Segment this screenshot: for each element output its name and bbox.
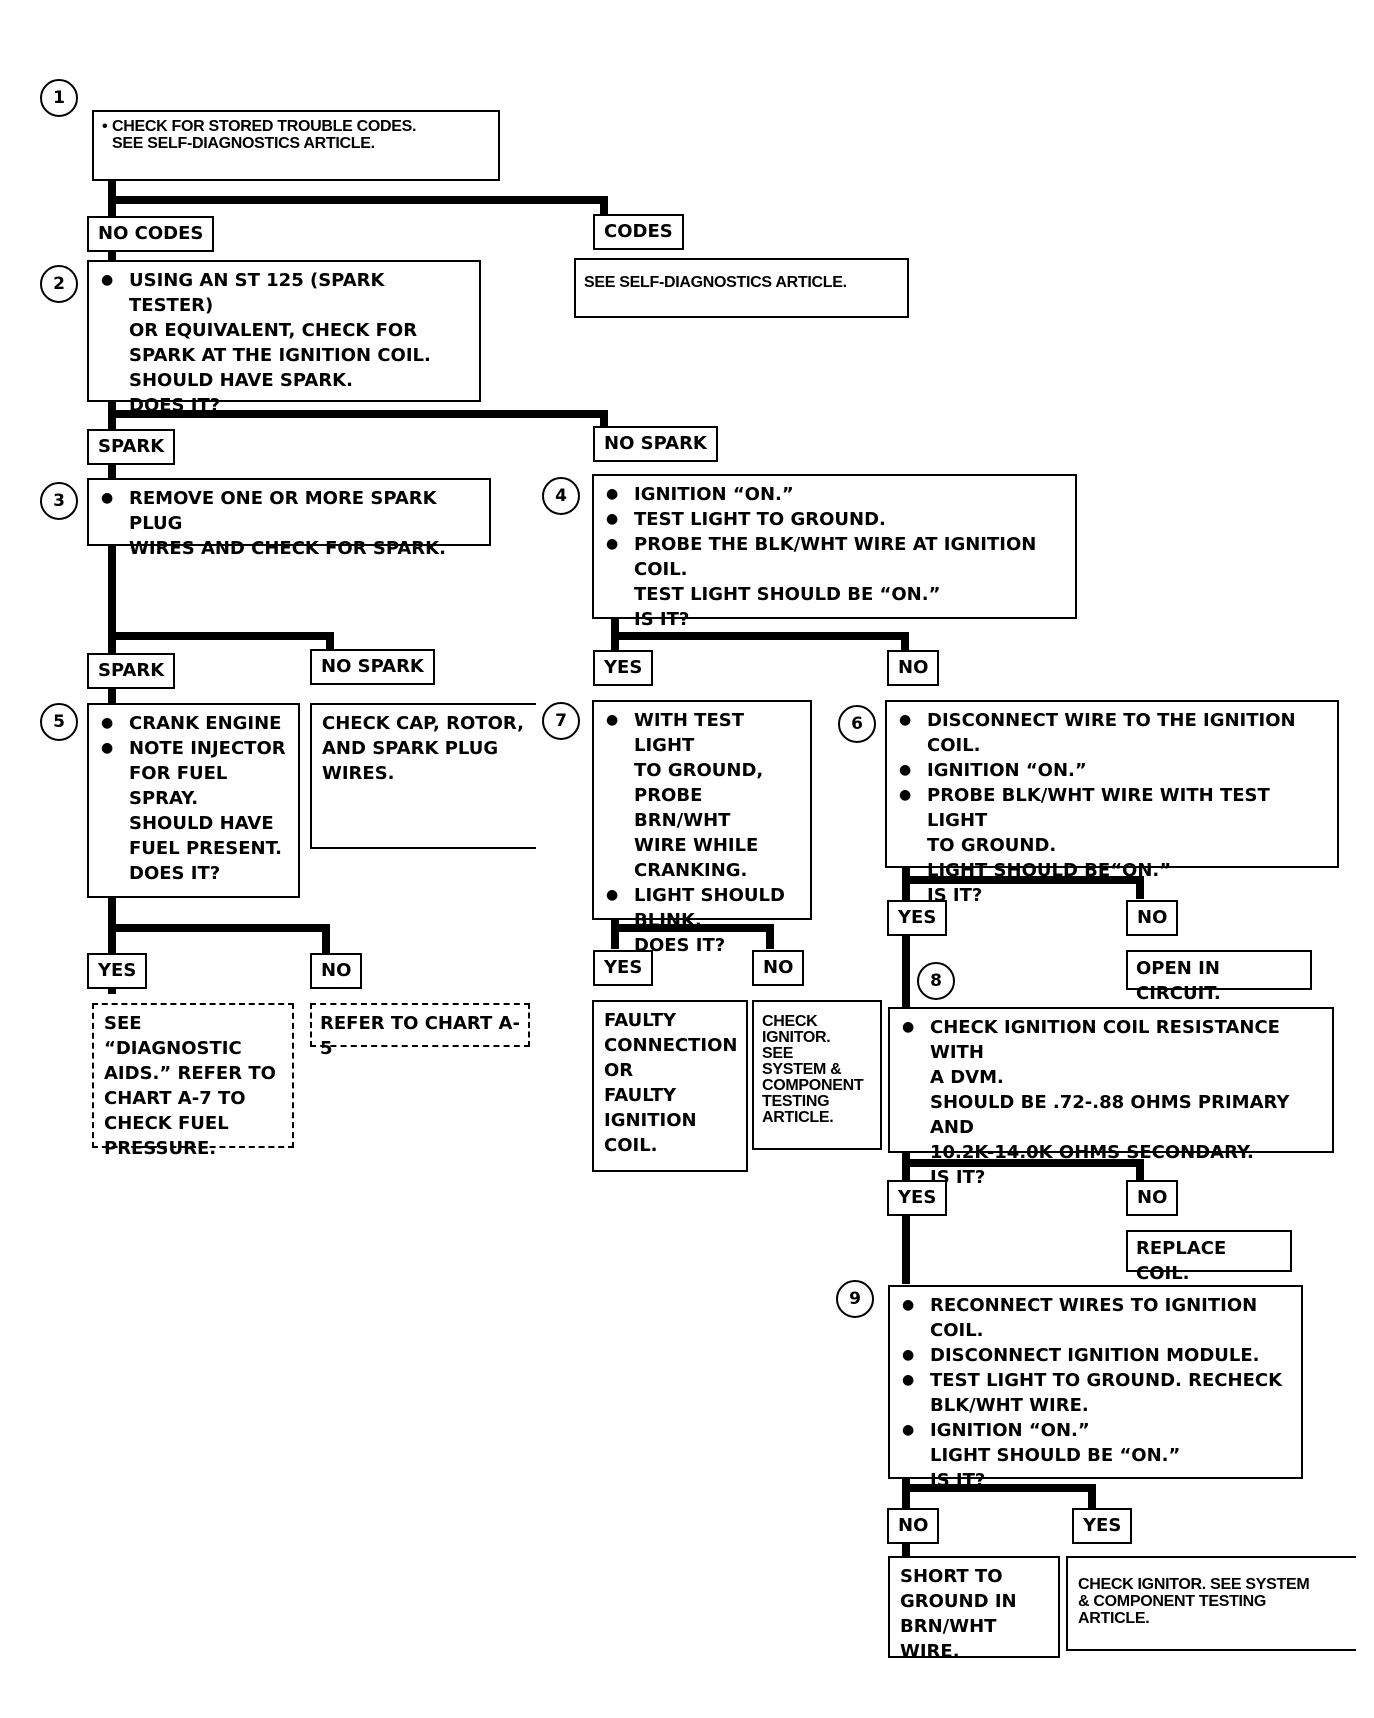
- label-yes-step4: YES: [593, 650, 654, 686]
- replace-coil-box: REPLACE COIL.: [1126, 1230, 1292, 1284]
- label-no-step9: NO: [887, 1508, 940, 1544]
- step-6-box: DISCONNECT WIRE TO THE IGNITION COIL. IG…: [885, 700, 1339, 906]
- refer-chart-a5-box: REFER TO CHART A-5: [310, 1003, 530, 1059]
- label-no-step4: NO: [887, 650, 940, 686]
- check-ignitor-system-box: CHECK IGNITOR. SEE SYSTEM& COMPONENT TES…: [1066, 1556, 1356, 1651]
- label-no-spark-step2: NO SPARK: [593, 426, 718, 462]
- open-in-circuit-box: OPEN IN CIRCUIT.: [1126, 950, 1312, 1004]
- label-yes-step7: YES: [593, 950, 654, 986]
- label-yes-step5: YES: [87, 953, 148, 989]
- step-9-box: RECONNECT WIRES TO IGNITION COIL. DISCON…: [888, 1285, 1303, 1491]
- step-1-box: CHECK FOR STORED TROUBLE CODES.SEE SELF-…: [92, 110, 500, 181]
- label-no-step7: NO: [752, 950, 805, 986]
- step-marker-4: 4: [542, 477, 580, 515]
- label-spark-step3: SPARK: [87, 653, 176, 689]
- step-marker-7: 7: [542, 702, 580, 740]
- label-spark-step2: SPARK: [87, 429, 176, 465]
- step-marker-1: 1: [40, 79, 78, 117]
- step-marker-3: 3: [40, 482, 78, 520]
- label-no-step5: NO: [310, 953, 363, 989]
- step-marker-2: 2: [40, 265, 78, 303]
- step-marker-8: 8: [917, 962, 955, 1000]
- step-marker-5: 5: [40, 703, 78, 741]
- label-no-codes: NO CODES: [87, 216, 215, 252]
- step-marker-9: 9: [836, 1280, 874, 1318]
- step-2-box: USING AN ST 125 (SPARK TESTER)OR EQUIVAL…: [87, 260, 481, 416]
- label-no-spark-step3: NO SPARK: [310, 649, 435, 685]
- step-marker-6: 6: [838, 705, 876, 743]
- label-codes: CODES: [593, 214, 684, 250]
- label-no-step8: NO: [1126, 1180, 1179, 1216]
- label-yes-step6: YES: [887, 900, 948, 936]
- label-no-step6: NO: [1126, 900, 1179, 936]
- codes-result-box: SEE SELF-DIAGNOSTICS ARTICLE.: [574, 258, 909, 318]
- label-yes-step8: YES: [887, 1180, 948, 1216]
- label-yes-step9: YES: [1072, 1508, 1133, 1544]
- step-4-box: IGNITION “ON.” TEST LIGHT TO GROUND. PRO…: [592, 474, 1077, 630]
